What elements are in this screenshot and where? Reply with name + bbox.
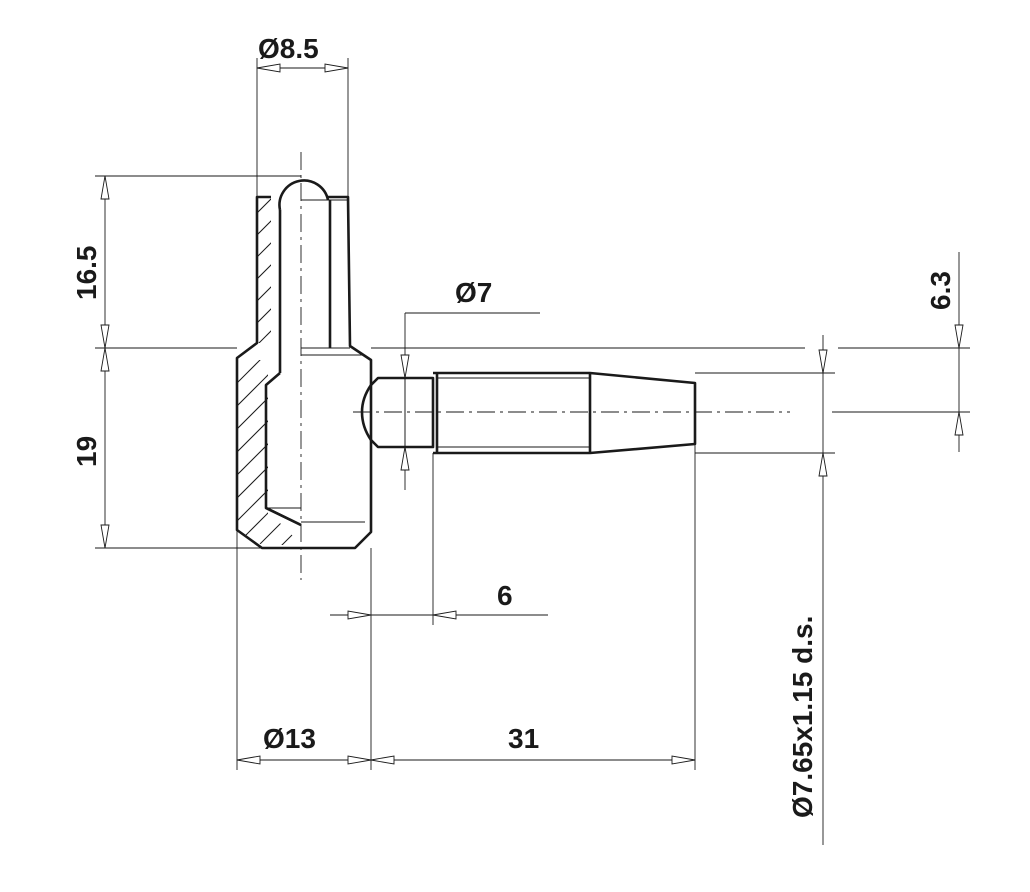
dim-thread-spec: Ø7.65x1.15 d.s. bbox=[787, 616, 818, 818]
dim-pin-length: 31 bbox=[508, 723, 539, 754]
hatch-body bbox=[237, 360, 302, 545]
hatch-upper bbox=[257, 197, 271, 343]
top-knob-outline bbox=[278, 179, 330, 211]
dimension-lines bbox=[95, 58, 970, 845]
pin-collar-outline bbox=[360, 384, 373, 441]
dim-right-offset: 6.3 bbox=[925, 271, 956, 310]
bore-bottom-diagonal bbox=[265, 506, 302, 527]
center-lines bbox=[300, 152, 790, 580]
threaded-pin-outline bbox=[433, 371, 697, 455]
dim-collar-length: 6 bbox=[497, 580, 513, 611]
hinge-pin-part bbox=[235, 179, 697, 550]
dim-pin-diameter: Ø7 bbox=[455, 277, 492, 308]
dim-lower-height: 19 bbox=[71, 436, 102, 467]
dim-upper-height: 16.5 bbox=[71, 246, 102, 301]
dimension-labels: Ø8.5 Ø7 16.5 19 6.3 6 Ø13 31 Ø7.65x1.15 … bbox=[71, 33, 956, 818]
dim-body-diameter: Ø13 bbox=[263, 723, 316, 754]
pin-collar bbox=[370, 376, 435, 449]
dim-pin-top-diameter: Ø8.5 bbox=[258, 33, 319, 64]
body-bore-outline bbox=[264, 372, 302, 527]
upper-sleeve-outline bbox=[235, 195, 373, 550]
